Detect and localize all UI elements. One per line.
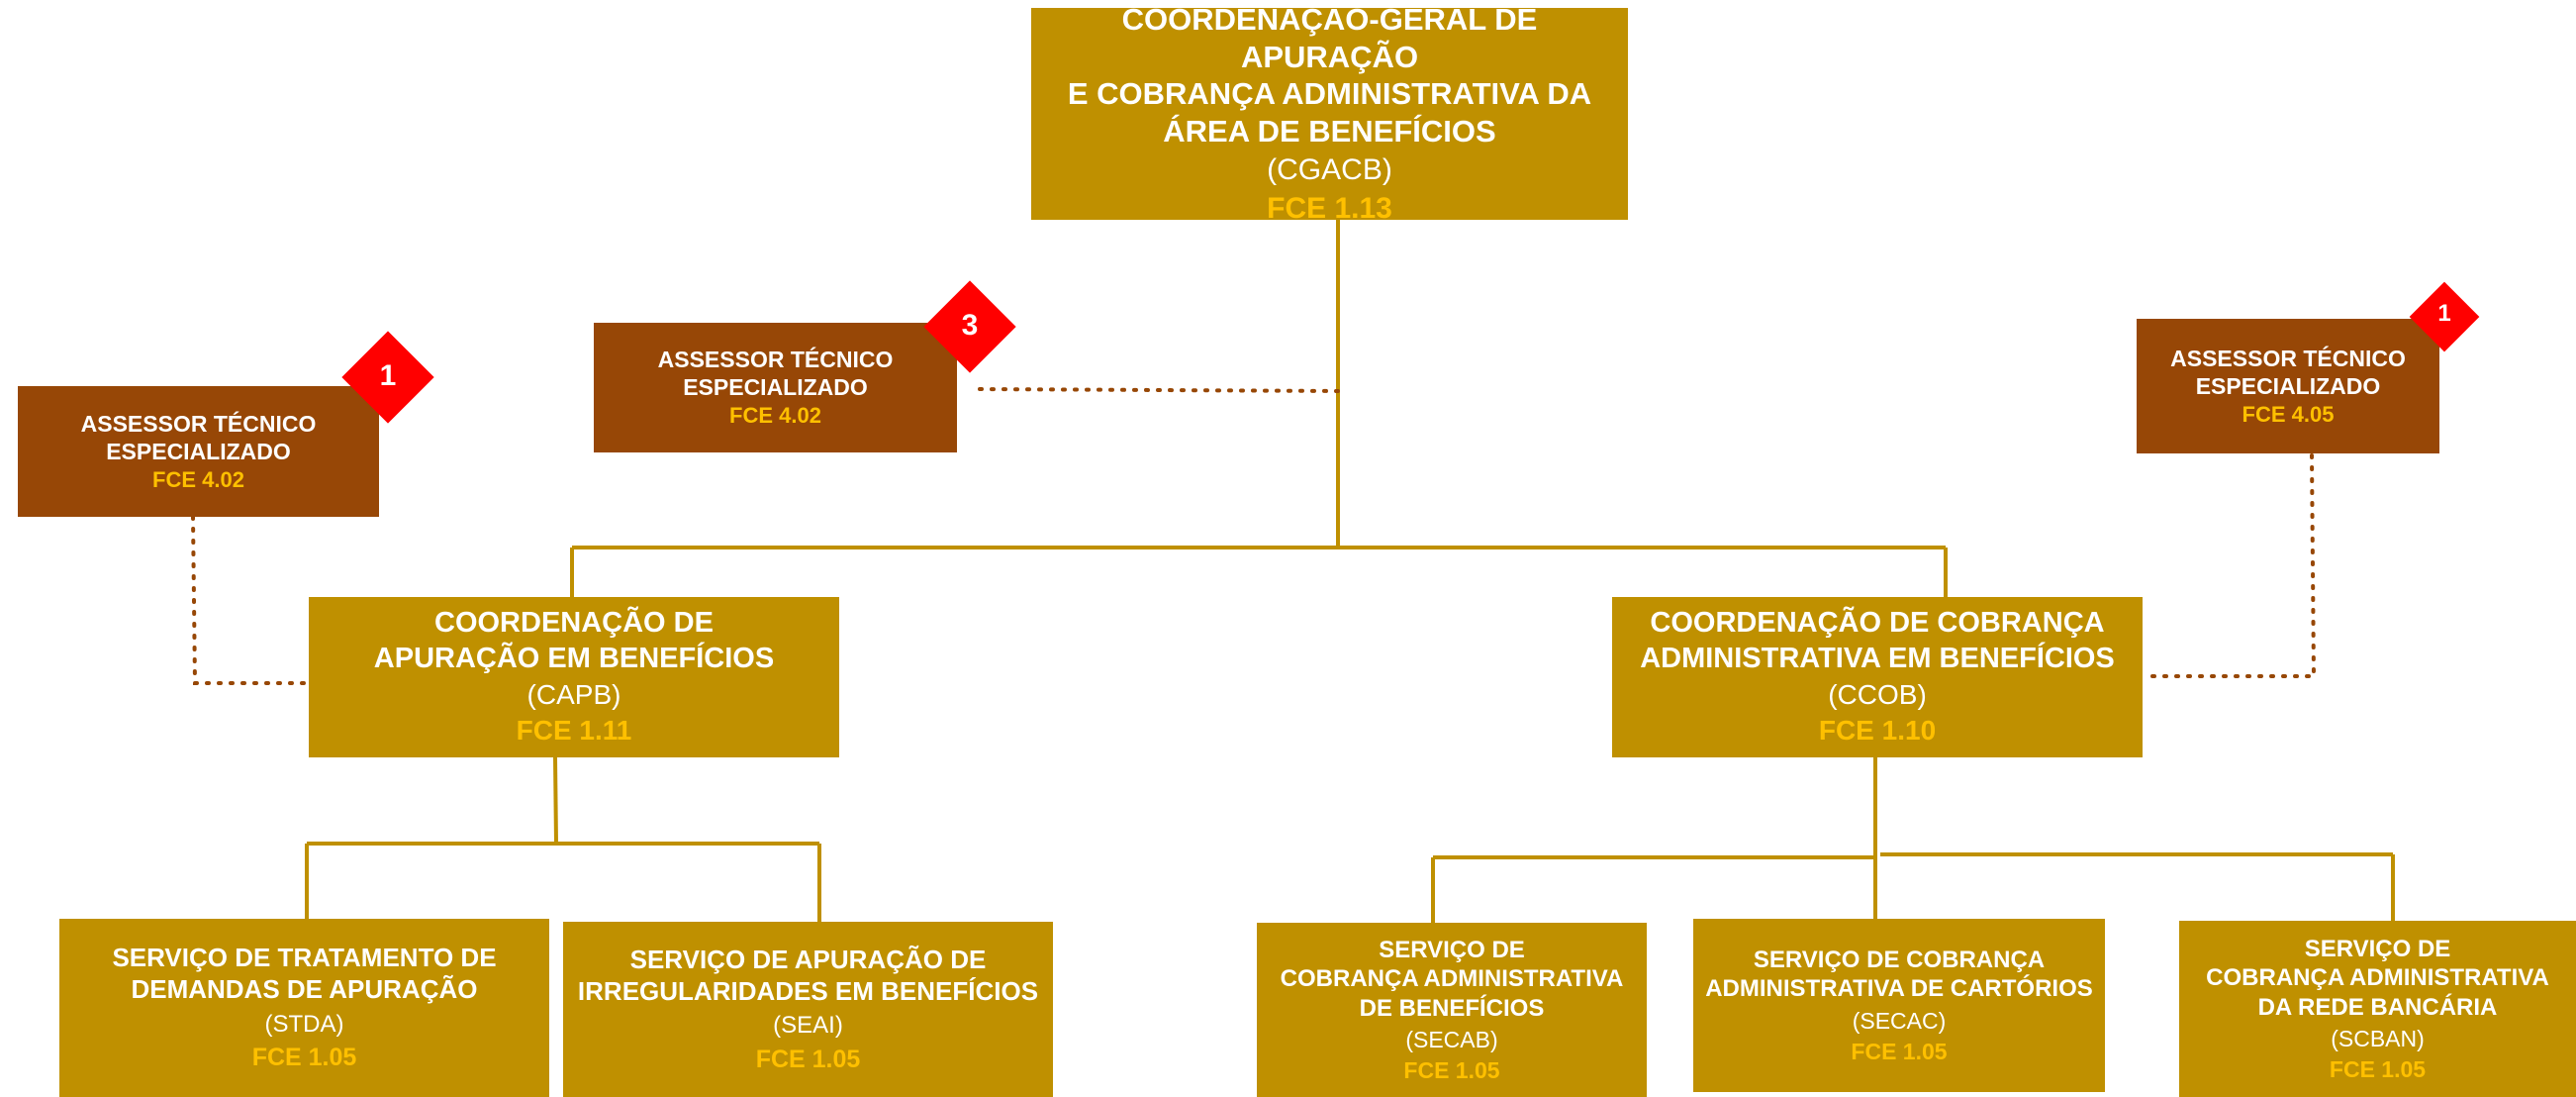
node-scban: SERVIÇO DE COBRANÇA ADMINISTRATIVA DA RE… bbox=[2179, 921, 2576, 1097]
node-ccob-fce: FCE 1.10 bbox=[1818, 715, 1937, 747]
node-secab-fce: FCE 1.05 bbox=[1403, 1056, 1500, 1083]
node-capb-abbr: (CAPB) bbox=[526, 679, 621, 711]
node-advisor-cgacb-fce: FCE 4.02 bbox=[729, 403, 821, 429]
node-secab-abbr: (SECAB) bbox=[1405, 1026, 1498, 1052]
advisor-left-dotted-line bbox=[191, 515, 311, 685]
badge-advisor-ccob-count: 1 bbox=[2437, 300, 2451, 327]
node-cgacb-title: COORDENAÇÃO-GERAL DE APURAÇÃO E COBRANÇA… bbox=[1067, 1, 1592, 150]
node-secac-abbr: (SECAC) bbox=[1852, 1007, 1947, 1034]
node-scban-fce: FCE 1.05 bbox=[2329, 1055, 2427, 1082]
node-capb-fce: FCE 1.11 bbox=[516, 715, 632, 747]
node-seai-title: SERVIÇO DE APURAÇÃO DE IRREGULARIDADES E… bbox=[577, 944, 1039, 1006]
node-secac: SERVIÇO DE COBRANÇA ADMINISTRATIVA DE CA… bbox=[1693, 919, 2105, 1092]
node-advisor-capb: ASSESSOR TÉCNICO ESPECIALIZADO FCE 4.02 bbox=[18, 386, 379, 517]
node-scban-abbr: (SCBAN) bbox=[2331, 1025, 2425, 1051]
badge-advisor-cgacb-count: 3 bbox=[961, 309, 979, 342]
node-secab-title: SERVIÇO DE COBRANÇA ADMINISTRATIVA DE BE… bbox=[1280, 937, 1624, 1022]
advisor-right-dotted-line bbox=[2144, 453, 2317, 678]
node-ccob-abbr: (CCOB) bbox=[1828, 679, 1927, 711]
node-seai-abbr: (SEAI) bbox=[773, 1012, 843, 1040]
node-cgacb: COORDENAÇÃO-GERAL DE APURAÇÃO E COBRANÇA… bbox=[1031, 2, 1628, 225]
capb-stem-line bbox=[553, 756, 558, 845]
advisor-center-dotted-line bbox=[978, 387, 1340, 393]
node-secab: SERVIÇO DE COBRANÇA ADMINISTRATIVA DE BE… bbox=[1257, 923, 1647, 1097]
node-scban-title: SERVIÇO DE COBRANÇA ADMINISTRATIVA DA RE… bbox=[2206, 936, 2549, 1021]
node-stda-fce: FCE 1.05 bbox=[251, 1044, 357, 1072]
node-cgacb-abbr: (CGACB) bbox=[1267, 153, 1392, 187]
node-stda-abbr: (STDA) bbox=[264, 1010, 344, 1038]
node-advisor-ccob-fce: FCE 4.05 bbox=[2242, 401, 2335, 427]
node-advisor-capb-title: ASSESSOR TÉCNICO ESPECIALIZADO bbox=[80, 410, 317, 464]
node-advisor-capb-fce: FCE 4.02 bbox=[152, 466, 244, 492]
node-capb: COORDENAÇÃO DE APURAÇÃO EM BENEFÍCIOS (C… bbox=[309, 597, 839, 757]
node-ccob: COORDENAÇÃO DE COBRANÇA ADMINISTRATIVA E… bbox=[1612, 597, 2143, 757]
node-stda-title: SERVIÇO DE TRATAMENTO DE DEMANDAS DE APU… bbox=[112, 943, 497, 1005]
node-secac-title: SERVIÇO DE COBRANÇA ADMINISTRATIVA DE CA… bbox=[1705, 947, 2093, 1003]
node-advisor-cgacb-title: ASSESSOR TÉCNICO ESPECIALIZADO bbox=[657, 347, 894, 401]
node-capb-title: COORDENAÇÃO DE APURAÇÃO EM BENEFÍCIOS bbox=[373, 607, 775, 674]
node-advisor-cgacb: ASSESSOR TÉCNICO ESPECIALIZADO FCE 4.02 bbox=[594, 323, 957, 452]
node-advisor-ccob: ASSESSOR TÉCNICO ESPECIALIZADO FCE 4.05 bbox=[2137, 319, 2439, 453]
node-seai: SERVIÇO DE APURAÇÃO DE IRREGULARIDADES E… bbox=[563, 922, 1053, 1097]
node-cgacb-fce: FCE 1.13 bbox=[1267, 191, 1392, 225]
node-stda: SERVIÇO DE TRATAMENTO DE DEMANDAS DE APU… bbox=[59, 919, 549, 1097]
node-secac-fce: FCE 1.05 bbox=[1851, 1038, 1948, 1064]
node-ccob-title: COORDENAÇÃO DE COBRANÇA ADMINISTRATIVA E… bbox=[1640, 607, 2115, 674]
badge-advisor-capb-count: 1 bbox=[379, 359, 397, 392]
node-advisor-ccob-title: ASSESSOR TÉCNICO ESPECIALIZADO bbox=[2170, 345, 2406, 399]
node-seai-fce: FCE 1.05 bbox=[755, 1045, 861, 1073]
